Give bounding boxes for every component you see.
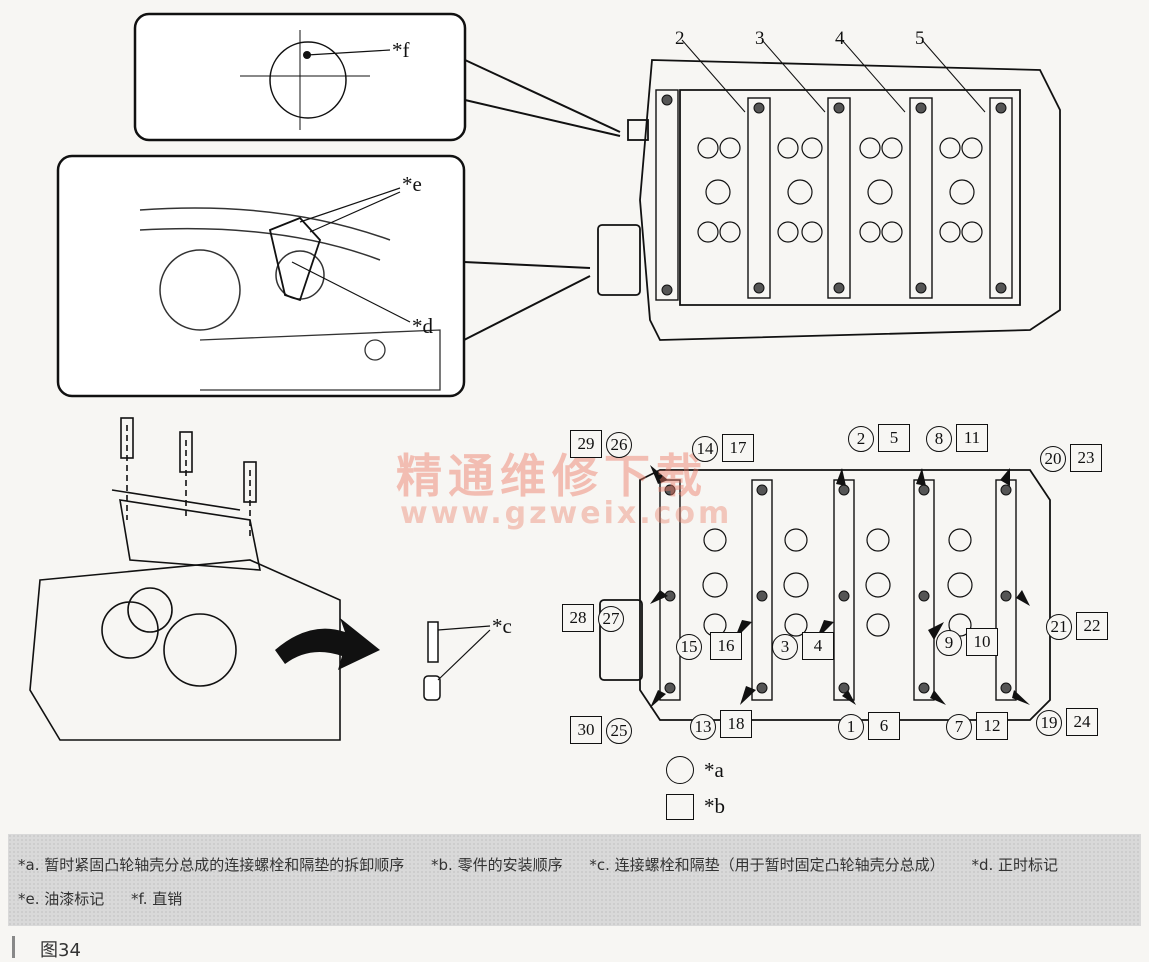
direction-arrow [275,618,380,670]
legend-circle-symbol [666,756,694,784]
order-square: 10 [966,628,998,656]
order-circle: 27 [598,606,624,632]
cap-number-3: 3 [755,28,765,49]
order-square: 11 [956,424,988,452]
caption-background [8,834,1141,926]
caption-a: *a. 暂时紧固凸轮轴壳分总成的连接螺栓和隔垫的拆卸顺序 [18,856,405,874]
order-square: 5 [878,424,910,452]
order-square: 17 [722,434,754,462]
camshaft-housing-top [597,39,1061,341]
legend-square-label: *b [704,794,725,818]
order-circle: 19 [1036,710,1062,736]
label-d: *d [412,314,433,338]
order-circle: 21 [1046,614,1072,640]
caption-b: *b. 零件的安装顺序 [431,856,563,874]
order-circle: 3 [772,634,798,660]
caption-e: *e. 油漆标记 [18,890,105,908]
order-circle: 15 [676,634,702,660]
detail-box-e-d [56,154,466,398]
camshaft-housing-bottom [599,469,1051,721]
watermark-url: www.gzweix.com [400,496,733,531]
order-circle: 26 [606,432,632,458]
order-square: 12 [976,712,1008,740]
order-square: 18 [720,710,752,738]
order-square: 6 [868,712,900,740]
cap-number-5: 5 [915,28,925,49]
figure-marker [12,936,15,958]
caption-f: *f. 直销 [131,890,183,908]
order-circle: 9 [936,630,962,656]
order-square: 29 [570,430,602,458]
cap-number-4: 4 [835,28,845,49]
order-circle: 13 [690,714,716,740]
cap-number-2: 2 [675,28,685,49]
exploded-view [29,417,341,741]
order-circle: 25 [606,718,632,744]
label-c: *c [492,614,512,638]
order-square: 4 [802,632,834,660]
order-square: 16 [710,632,742,660]
order-circle: 7 [946,714,972,740]
order-circle: 8 [926,426,952,452]
order-circle: 2 [848,426,874,452]
label-f: *f [392,38,410,62]
label-e: *e [402,172,422,196]
figure-label: 图34 [40,940,81,961]
order-circle: 1 [838,714,864,740]
order-square: 24 [1066,708,1098,736]
order-square: 30 [570,716,602,744]
order-circle: 14 [692,436,718,462]
caption-c: *c. 连接螺栓和隔垫（用于暂时固定凸轮轴壳分总成） [589,856,945,874]
legend-square-symbol [666,794,694,820]
watermark-text: 精通维修下载 [396,449,708,503]
order-circle: 20 [1040,446,1066,472]
order-square: 23 [1070,444,1102,472]
order-square: 22 [1076,612,1108,640]
caption-d: *d. 正时标记 [971,856,1058,874]
legend-circle-label: *a [704,758,724,782]
order-square: 28 [562,604,594,632]
caption: *a. 暂时紧固凸轮轴壳分总成的连接螺栓和隔垫的拆卸顺序 *b. 零件的安装顺序… [18,848,1138,916]
